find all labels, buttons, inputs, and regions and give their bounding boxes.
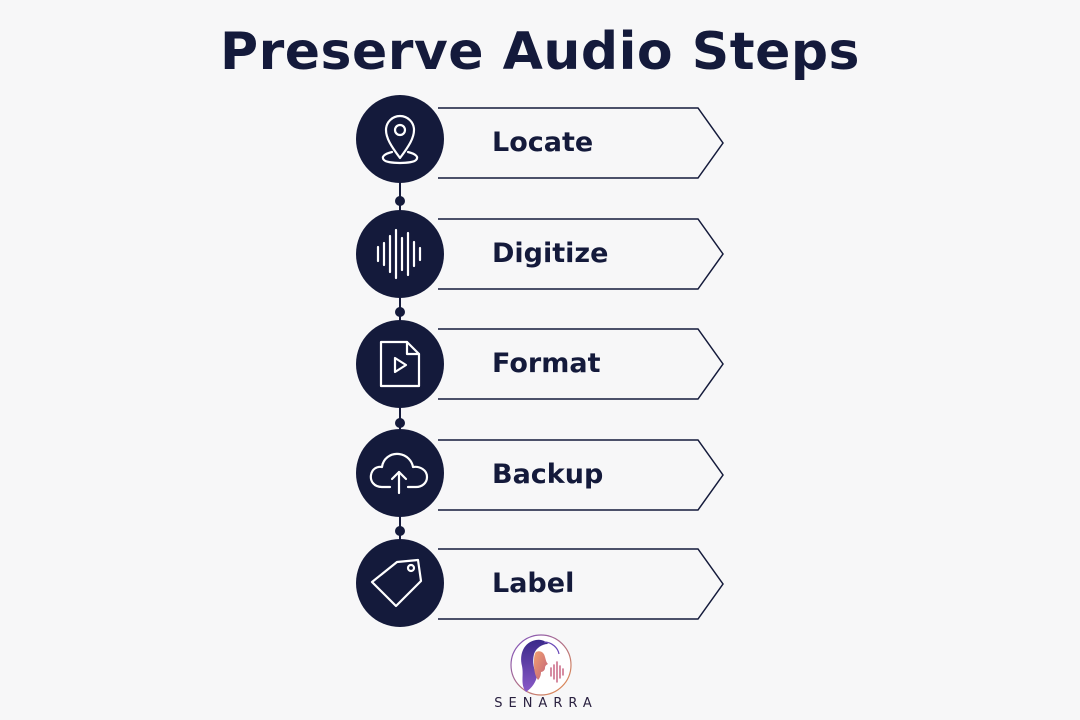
connector-dot — [395, 196, 405, 206]
brand-logo-icon — [510, 634, 572, 696]
step-format — [356, 320, 724, 408]
step-circle — [356, 320, 444, 408]
sound-wave-icon — [376, 228, 422, 280]
step-label-digitize: Digitize — [492, 238, 609, 269]
step-digitize — [356, 210, 724, 298]
step-connectors — [395, 182, 405, 545]
step-arrow-box — [438, 107, 724, 179]
connector-dot — [395, 526, 405, 536]
step-arrow-box — [438, 439, 724, 511]
step-label-format: Format — [492, 348, 601, 379]
step-arrow-box — [438, 328, 724, 400]
step-circle — [356, 95, 444, 183]
video-file-icon — [379, 340, 421, 388]
connector-dot — [395, 307, 405, 317]
step-backup — [356, 429, 724, 517]
cloud-upload-icon — [369, 452, 429, 495]
step-label-backup: Backup — [492, 459, 604, 490]
step-locate — [356, 95, 724, 183]
step-circle — [356, 539, 444, 627]
page-title: Preserve Audio Steps — [219, 22, 861, 82]
tag-icon — [370, 558, 423, 608]
step-label-locate: Locate — [492, 127, 594, 158]
location-pin-icon — [381, 114, 419, 165]
step-arrow-box — [438, 218, 724, 290]
connector-dot — [395, 418, 405, 428]
step-label — [356, 539, 724, 627]
step-arrow-box — [438, 548, 724, 620]
step-label-label: Label — [492, 568, 575, 599]
step-circle — [356, 210, 444, 298]
brand-name: SENARRA — [494, 696, 598, 711]
